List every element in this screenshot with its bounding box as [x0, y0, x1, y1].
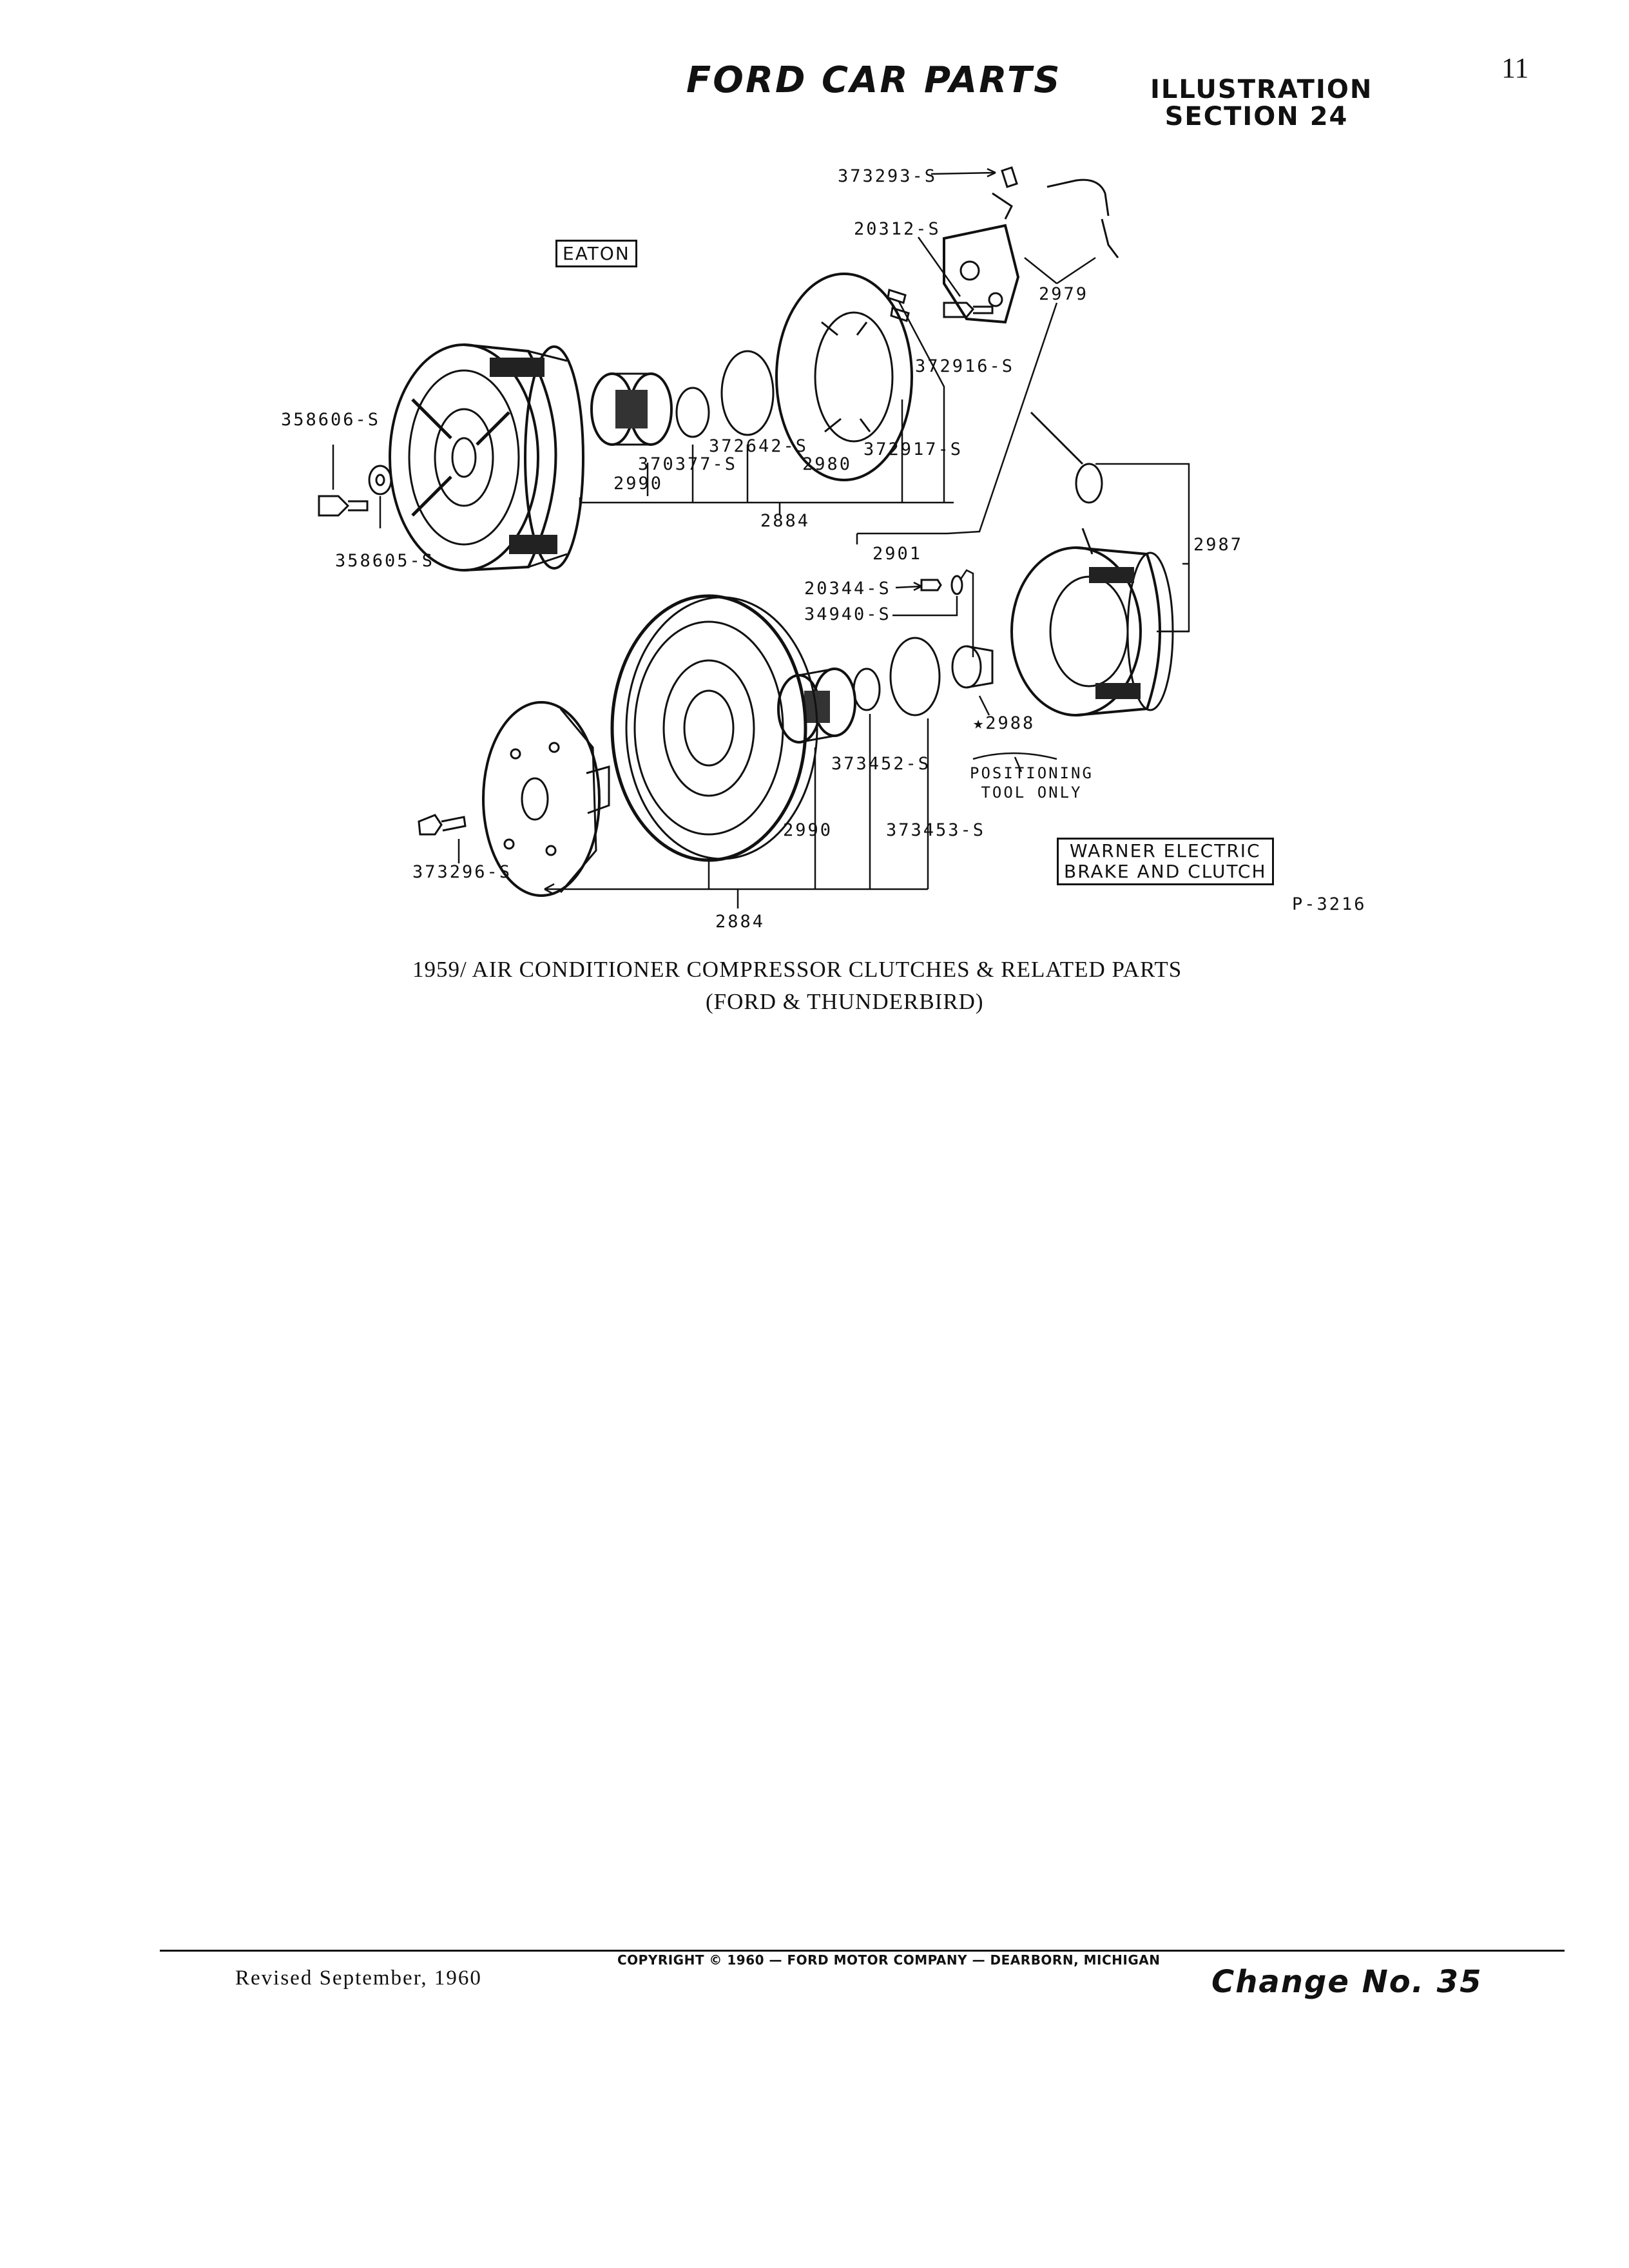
snap-ring-373452 — [853, 668, 881, 711]
screw-372916-a — [887, 289, 907, 304]
illustration-label: ILLUSTRATION — [1150, 75, 1373, 104]
part-373453-s: 373453-S — [886, 820, 986, 840]
bolt-358606 — [318, 495, 369, 517]
parts-diagram — [318, 166, 1190, 908]
warner-label: WARNER ELECTRIC BRAKE AND CLUTCH — [1057, 838, 1274, 885]
section-label: SECTION 24 — [1164, 102, 1349, 131]
snap-ring-372642 — [675, 387, 710, 438]
page-number: 11 — [1501, 52, 1529, 84]
bearing-370377 — [590, 372, 673, 446]
part-370377-s: 370377-S — [638, 454, 738, 474]
part-2884-lower: 2884 — [715, 912, 766, 932]
screw-372916-b — [890, 307, 910, 322]
figure-caption-line2: (FORD & THUNDERBIRD) — [706, 989, 984, 1014]
eaton-rotor — [389, 343, 584, 572]
snap-ring-2980 — [720, 350, 775, 436]
part-358606-s: 358606-S — [281, 410, 381, 430]
part-372916-s: 372916-S — [915, 356, 1015, 376]
washer-34940 — [950, 575, 963, 595]
part-2987: 2987 — [1193, 535, 1244, 555]
bolt-20312 — [943, 302, 994, 318]
warner-armature — [482, 701, 610, 897]
warner-leaders — [458, 463, 1190, 908]
eaton-label: EATON — [555, 240, 637, 267]
screw-373293 — [1001, 166, 1018, 188]
footer-rule — [160, 1950, 1565, 1952]
positioning-line1: POSITIONING — [970, 764, 1094, 782]
change-number: Change No. 35 — [1211, 1964, 1483, 2000]
part-358605-s: 358605-S — [335, 551, 435, 571]
part-20344-s: 20344-S — [804, 579, 891, 599]
eaton-leaders — [332, 168, 1096, 544]
warner-label-line1: WARNER ELECTRIC — [1069, 840, 1261, 861]
part-2988: ★2988 — [973, 713, 1036, 733]
bolt-373296 — [418, 814, 467, 836]
copyright-notice: COPYRIGHT © 1960 — FORD MOTOR COMPANY — … — [617, 1952, 1161, 1968]
field-coil-2987 — [1010, 411, 1174, 716]
part-20312-s: 20312-S — [854, 219, 941, 239]
part-2901: 2901 — [872, 544, 923, 564]
part-2979: 2979 — [1039, 284, 1089, 304]
part-2884-upper: 2884 — [760, 511, 811, 531]
part-2980: 2980 — [802, 454, 853, 474]
revised-date: Revised September, 1960 — [235, 1966, 482, 1990]
brush-holder-2979 — [943, 178, 1119, 324]
seal-2988 — [951, 645, 994, 689]
figure-caption-line1: 1959/ AIR CONDITIONER COMPRESSOR CLUTCHE… — [412, 957, 1182, 982]
positioning-line2: TOOL ONLY — [981, 783, 1083, 802]
part-373452-s: 373452-S — [831, 754, 931, 774]
illustration-section: ILLUSTRATION SECTION 24 — [1150, 75, 1373, 131]
positioning-tool-note: POSITIONING TOOL ONLY — [970, 764, 1094, 802]
armature-plate — [775, 273, 913, 481]
part-372642-s: 372642-S — [709, 436, 809, 456]
snap-ring-373453 — [889, 637, 941, 716]
page-title: FORD CAR PARTS — [686, 59, 1062, 101]
screw-20344 — [920, 579, 942, 591]
part-2990-lower: 2990 — [783, 820, 833, 840]
warner-label-line2: BRAKE AND CLUTCH — [1064, 861, 1267, 882]
part-2990-upper: 2990 — [613, 474, 664, 494]
part-372917-s: 372917-S — [863, 439, 963, 459]
figure-code: P-3216 — [1292, 894, 1367, 914]
washer-358605 — [368, 465, 392, 495]
part-34940-s: 34940-S — [804, 604, 891, 624]
part-373293-s: 373293-S — [838, 166, 938, 186]
part-373296-s: 373296-S — [412, 862, 512, 882]
